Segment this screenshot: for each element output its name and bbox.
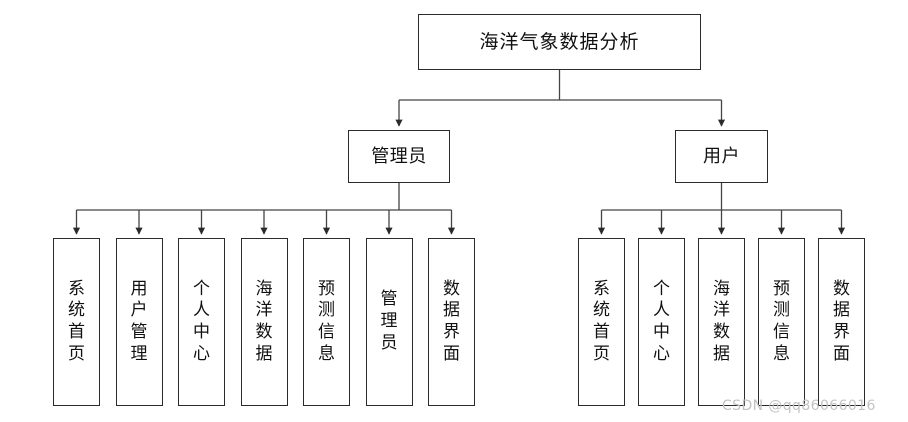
- node-admin-child-4[interactable]: 预测信息: [303, 238, 350, 406]
- node-admin-child-2[interactable]: 个人中心: [178, 238, 225, 406]
- node-user-child-4[interactable]: 数据界面: [818, 238, 865, 406]
- node-root-label: 海洋气象数据分析: [479, 30, 640, 53]
- node-user[interactable]: 用户: [675, 130, 768, 183]
- node-admin-child-0[interactable]: 系统首页: [53, 238, 100, 406]
- node-admin-child-1-label: 用户管理: [130, 278, 148, 364]
- node-user-child-3[interactable]: 预测信息: [758, 238, 805, 406]
- node-user-child-1-label: 个人中心: [653, 278, 670, 364]
- node-user-child-0[interactable]: 系统首页: [578, 238, 625, 406]
- node-admin-child-0-label: 系统首页: [68, 278, 85, 364]
- node-user-child-2[interactable]: 海洋数据: [698, 238, 745, 406]
- node-admin-label: 管理员: [371, 145, 427, 167]
- node-admin-child-2-label: 个人中心: [193, 278, 210, 364]
- node-user-label: 用户: [703, 145, 740, 167]
- node-user-child-3-label: 预测信息: [773, 278, 790, 364]
- watermark-text: CSDN @qq86066016: [722, 398, 876, 414]
- node-admin-child-6[interactable]: 数据界面: [428, 238, 475, 406]
- node-user-child-0-label: 系统首页: [593, 278, 610, 364]
- node-admin[interactable]: 管理员: [348, 130, 450, 183]
- node-user-child-1[interactable]: 个人中心: [638, 238, 685, 406]
- node-admin-child-6-label: 数据界面: [443, 278, 460, 364]
- node-user-child-2-label: 海洋数据: [713, 278, 730, 364]
- node-admin-child-5-label: 管理员: [380, 289, 398, 353]
- node-admin-child-3-label: 海洋数据: [255, 278, 273, 364]
- node-admin-child-4-label: 预测信息: [318, 278, 335, 364]
- node-user-child-4-label: 数据界面: [833, 278, 850, 364]
- node-admin-child-1[interactable]: 用户管理: [115, 238, 163, 406]
- node-admin-child-5[interactable]: 管理员: [365, 238, 413, 406]
- node-root[interactable]: 海洋气象数据分析: [418, 14, 701, 70]
- node-admin-child-3[interactable]: 海洋数据: [240, 238, 288, 406]
